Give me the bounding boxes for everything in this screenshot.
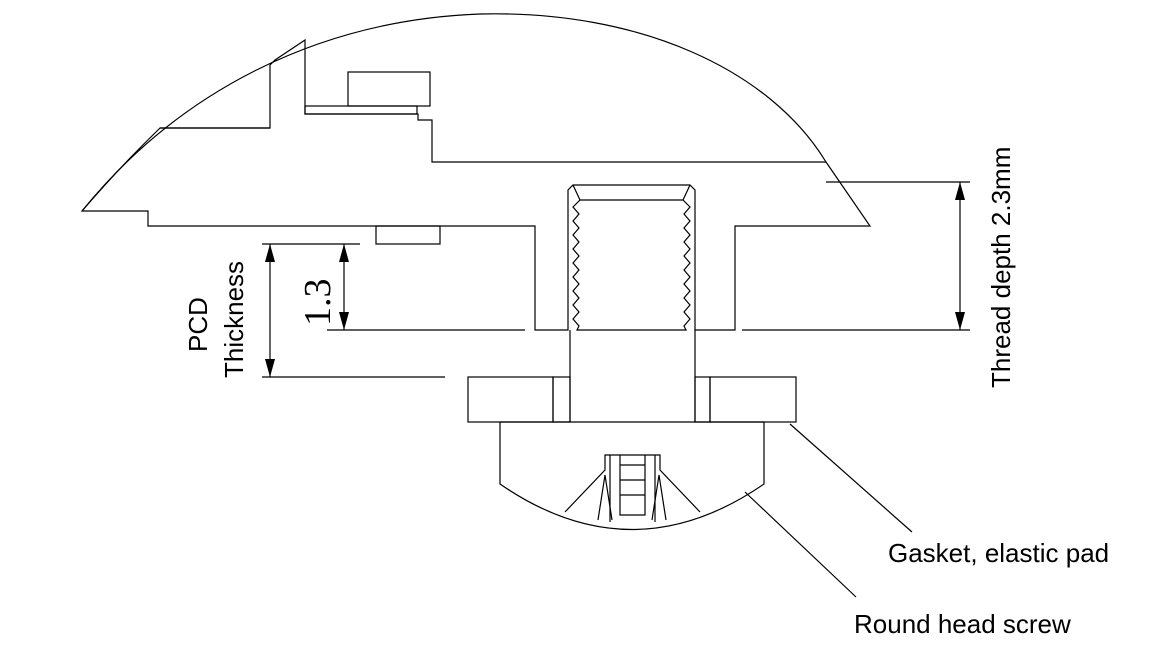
- screw-label: Round head screw: [854, 609, 1071, 639]
- round-head-screw: [499, 421, 765, 531]
- thread-depth-dimension: [742, 181, 970, 331]
- housing-body: [80, 38, 872, 331]
- dim-1-3-label: 1.3: [297, 279, 339, 327]
- housing-dome-outline: [81, 13, 827, 212]
- screw-shank: [569, 330, 696, 422]
- thickness-label: Thickness: [219, 261, 249, 378]
- gasket-label: Gasket, elastic pad: [888, 538, 1109, 568]
- gasket-leader-line: [789, 423, 913, 533]
- screw-leader-line: [744, 491, 857, 598]
- dim-1-3: [327, 244, 525, 331]
- gasket: [467, 376, 797, 423]
- pcd-dimension: [262, 243, 445, 378]
- thread-depth-label: Thread depth 2.3mm: [986, 147, 1016, 388]
- threaded-hole: [572, 184, 691, 331]
- pcd-label: PCD: [183, 297, 213, 352]
